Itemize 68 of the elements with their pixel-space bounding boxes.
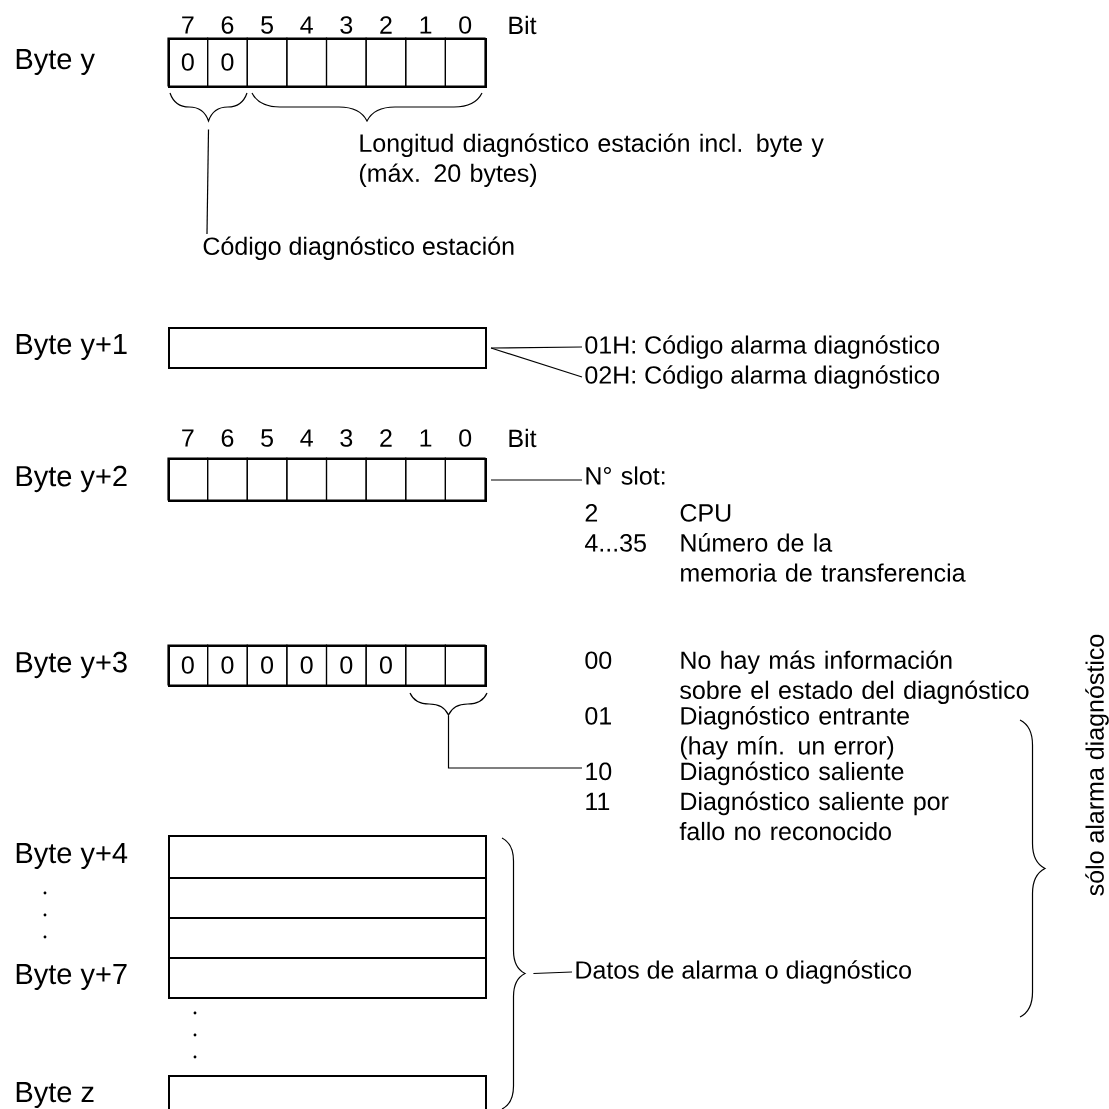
byte-label: Byte y+1 bbox=[16, 334, 127, 360]
bit-cell bbox=[365, 37, 407, 87]
bit-cell: 0 bbox=[365, 644, 407, 686]
bit-number: 4 bbox=[300, 16, 313, 34]
leader-line bbox=[490, 479, 583, 481]
bit-caption: Bit bbox=[509, 15, 537, 35]
bit-caption: Bit bbox=[509, 428, 537, 448]
leader-line bbox=[206, 128, 210, 235]
annotation-text: Código diagnóstico estación bbox=[203, 236, 514, 260]
bit-cell bbox=[444, 37, 486, 87]
bit-number: 6 bbox=[221, 429, 234, 447]
byte-box bbox=[168, 877, 487, 919]
byte-label: Byte y+3 bbox=[16, 651, 127, 679]
bit-cell bbox=[167, 457, 209, 501]
bit-number: 2 bbox=[380, 16, 392, 34]
bit-number: 0 bbox=[459, 429, 472, 447]
byte-label: Byte y+2 bbox=[16, 465, 127, 493]
byte-box bbox=[168, 917, 487, 959]
bit-number: 6 bbox=[221, 16, 234, 34]
bit-cell: 0 bbox=[207, 37, 248, 87]
bit-cell bbox=[286, 37, 328, 87]
byte-label: Byte y bbox=[16, 49, 95, 75]
bit-cell: 0 bbox=[246, 644, 288, 686]
bit-cell: 0 bbox=[207, 644, 248, 686]
bit-number: 1 bbox=[420, 16, 432, 34]
bit-number: 4 bbox=[300, 429, 313, 447]
bit-number: 5 bbox=[261, 429, 273, 447]
bit-number: 3 bbox=[340, 16, 353, 34]
bit-number: 5 bbox=[261, 16, 273, 34]
code-list: 00 No hay más información sobre el estado del diagnóstico 01 Diagnóstico entrante (hay mín. un error) 10 Diagnóstico saliente 11 Diagnóstico saliente por fallo no reconocido bbox=[585, 650, 1029, 841]
leader-line bbox=[490, 346, 583, 349]
bit-cell: 0 bbox=[167, 644, 209, 686]
brace bbox=[501, 837, 526, 1109]
bit-cell bbox=[286, 457, 328, 501]
bit-number: 7 bbox=[182, 429, 194, 447]
annotation-text: Datos de alarma o diagnóstico bbox=[576, 960, 911, 984]
byte-label: Byte y+7 bbox=[16, 964, 127, 990]
bit-cell bbox=[246, 37, 288, 87]
code-list: N° slot: 2 CPU 4...35 Número de la memoria de transferencia bbox=[584, 466, 966, 582]
bit-cell bbox=[444, 457, 486, 501]
bit-cell: 0 bbox=[286, 644, 328, 686]
annotation-text: 01H: Código alarma diagnóstico bbox=[585, 335, 940, 359]
leader-line bbox=[532, 971, 573, 975]
bit-cell bbox=[325, 37, 367, 87]
bit-cell: 0 bbox=[325, 644, 367, 686]
bit-number: 3 bbox=[340, 429, 353, 447]
byte-label: Byte y+4 bbox=[16, 843, 128, 869]
brace bbox=[409, 692, 488, 716]
leader-line bbox=[490, 347, 583, 378]
field-description: Longitud diagnóstico estación incl. byte y (máx. 20 bytes) bbox=[359, 133, 824, 187]
bit-number: 2 bbox=[380, 429, 392, 447]
bit-number: 7 bbox=[182, 16, 194, 34]
bit-cell bbox=[405, 457, 446, 501]
bit-cell: 0 bbox=[167, 37, 209, 87]
bit-cell bbox=[365, 457, 407, 501]
bit-cell bbox=[405, 644, 446, 686]
leader-line bbox=[447, 714, 583, 769]
bit-number: 1 bbox=[420, 429, 432, 447]
bit-cell bbox=[444, 644, 486, 686]
side-note: sólo alarma diagnóstico bbox=[1085, 634, 1109, 896]
bit-cell bbox=[405, 37, 446, 87]
byte-label: Byte z bbox=[16, 1082, 94, 1108]
bit-number: 0 bbox=[459, 16, 472, 34]
bit-cell bbox=[246, 457, 288, 501]
bit-cell bbox=[325, 457, 367, 501]
brace bbox=[169, 92, 248, 122]
bit-cell bbox=[207, 457, 248, 501]
annotation-text: 02H: Código alarma diagnóstico bbox=[585, 365, 940, 389]
